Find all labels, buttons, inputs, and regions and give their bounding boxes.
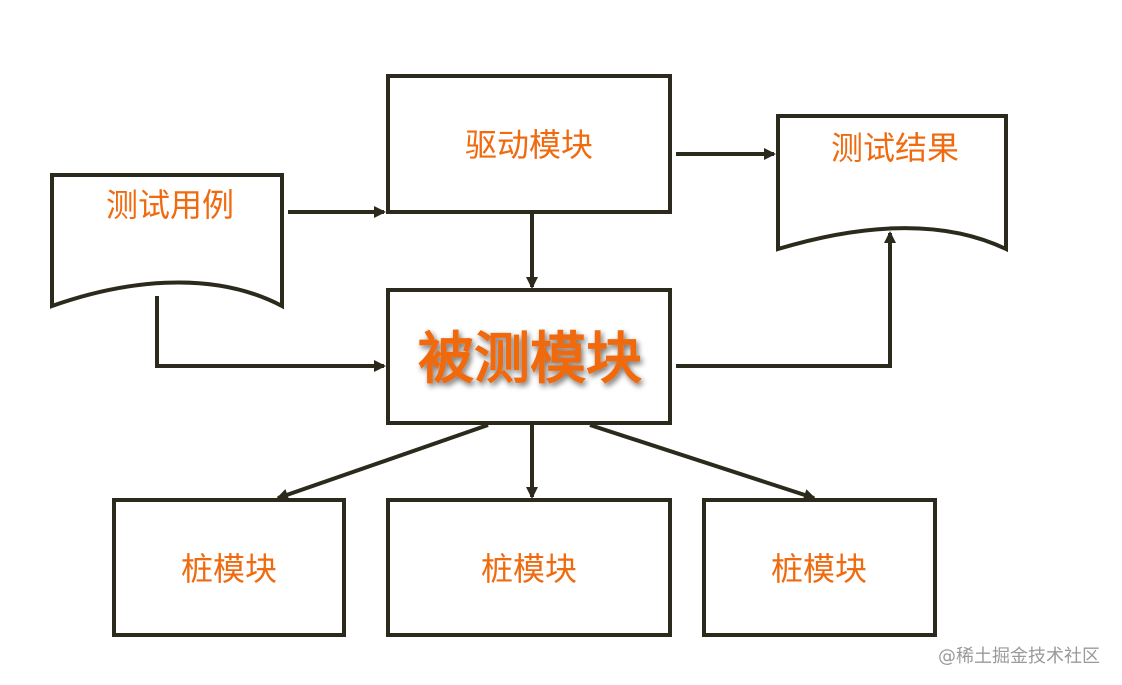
arrow-module-under-test-to-stub-1: [276, 423, 489, 501]
driver-module-label: 驱动模块: [465, 126, 593, 164]
arrow-module-under-test-to-results: [676, 231, 896, 368]
stub-module-box-2: 桩模块: [386, 498, 672, 637]
stub-module-label-2: 桩模块: [481, 550, 577, 588]
watermark-text: @稀土掘金技术社区: [938, 646, 1100, 667]
stub-module-box-3: 桩模块: [702, 498, 937, 637]
stub-module-label-1: 桩模块: [181, 550, 277, 588]
module-under-test-label: 被测模块: [418, 327, 642, 392]
arrow-test-cases-to-module-under-test: [155, 296, 386, 372]
stub-module-box-1: 桩模块: [112, 498, 346, 637]
arrow-module-under-test-to-stub-3: [589, 423, 816, 501]
module-under-test-box: 被测模块: [386, 288, 672, 425]
stub-module-label-3: 桩模块: [771, 550, 867, 588]
test-cases-document: 测试用例: [50, 173, 284, 310]
test-cases-label: 测试用例: [106, 186, 234, 224]
test-results-label: 测试结果: [831, 129, 959, 167]
test-results-document: 测试结果: [776, 114, 1008, 253]
driver-module-box: 驱动模块: [386, 74, 672, 214]
